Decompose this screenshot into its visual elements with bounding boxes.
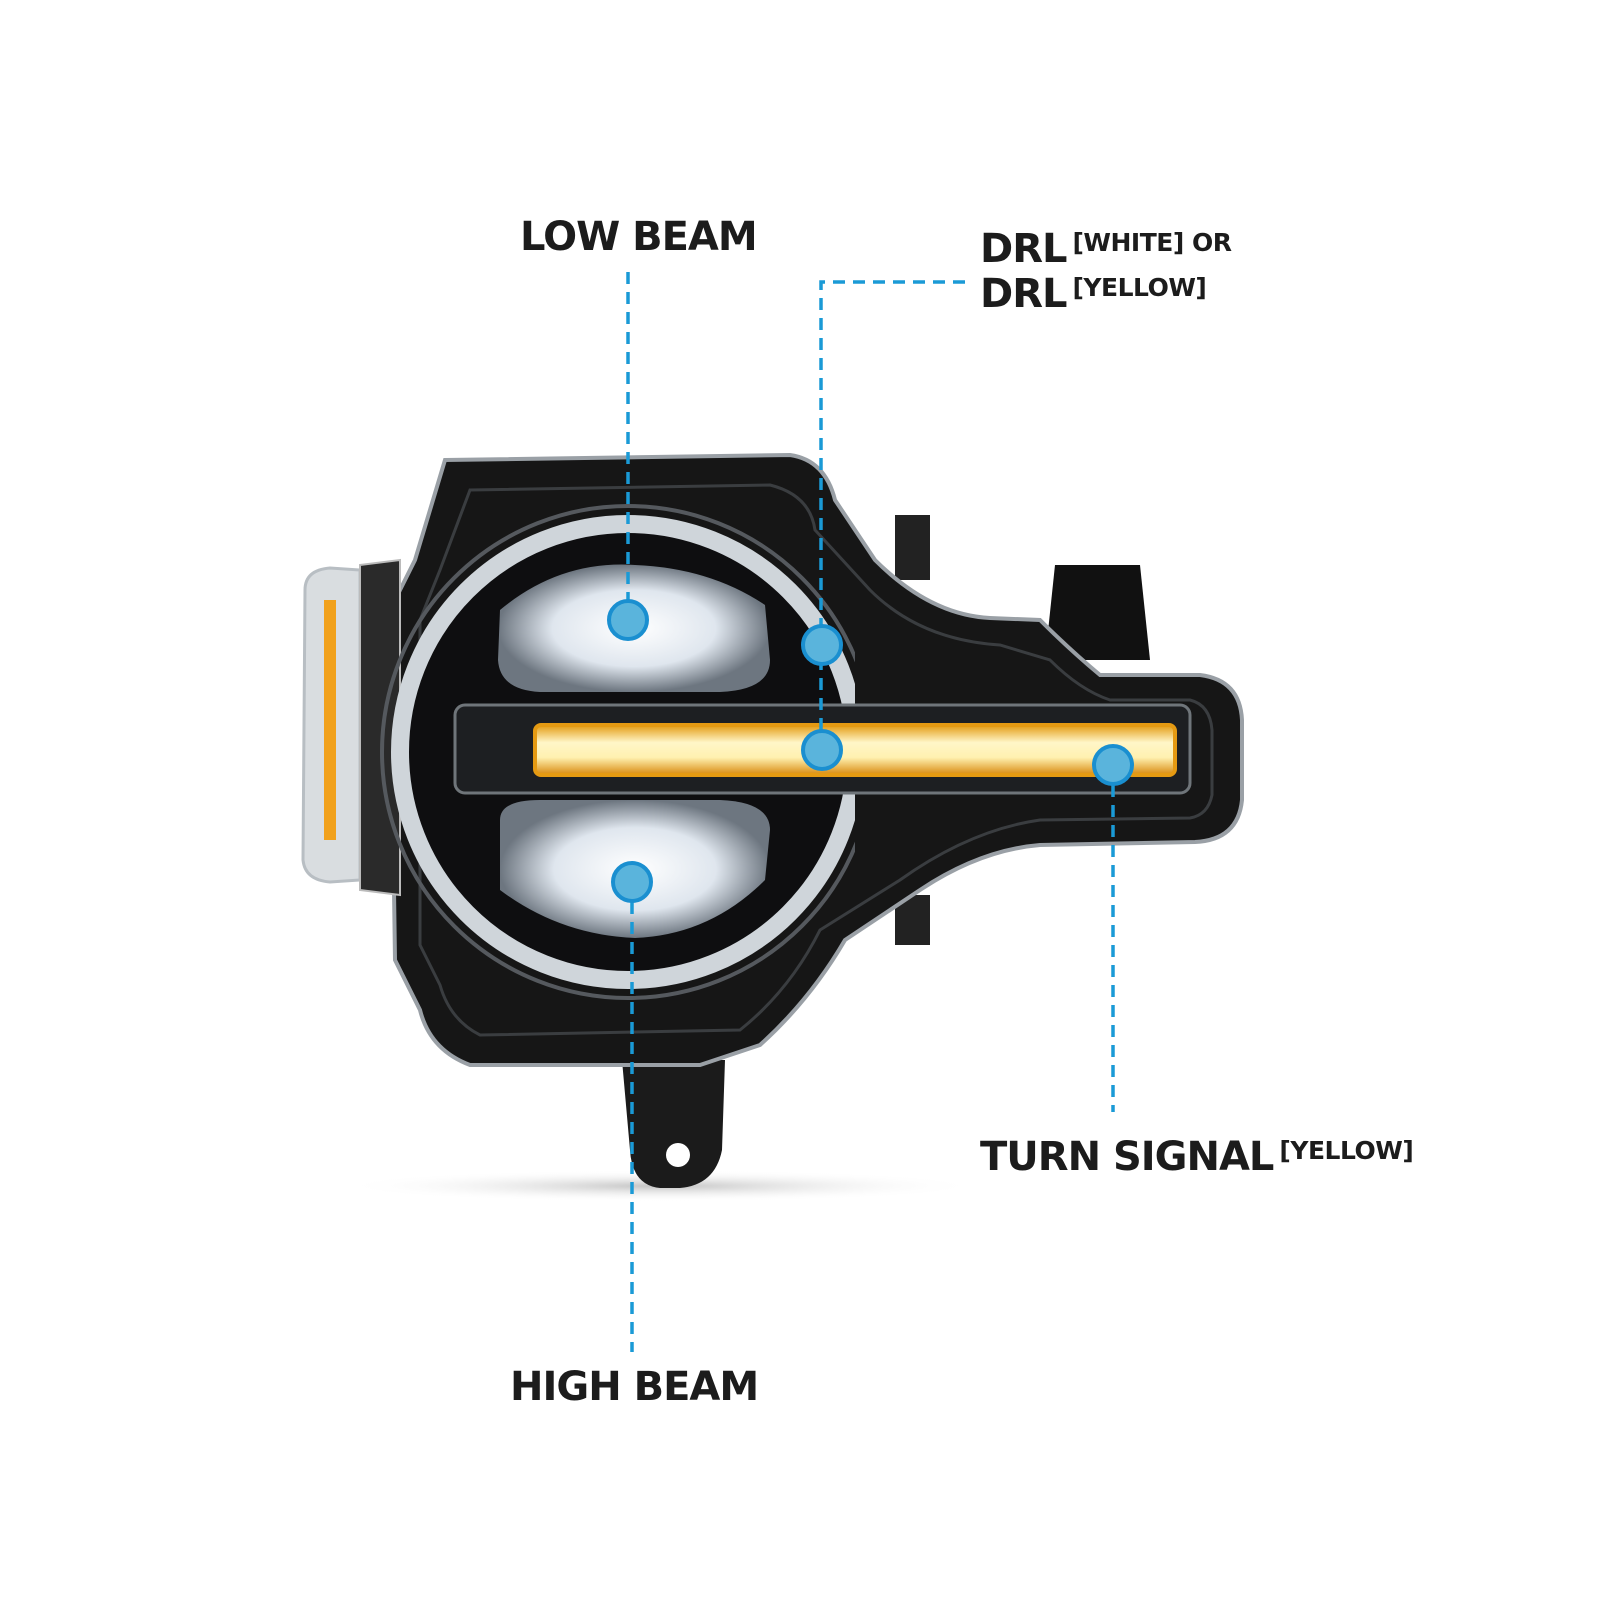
drl-callout-line [819,280,965,750]
drl-note-1: [WHITE] OR [1072,228,1233,257]
drl-label-white: DRL[WHITE] OR [980,226,1232,272]
drl-main-1: DRL [980,226,1067,272]
drl-note-2: [YELLOW] [1072,273,1207,302]
drl-label-yellow: DRL[YELLOW] [980,271,1207,317]
turn-main: TURN SIGNAL [980,1134,1274,1180]
turn-signal-label: TURN SIGNAL[YELLOW] [980,1134,1414,1180]
low-beam-label: LOW BEAM [520,214,758,260]
drl-light-bar [533,723,1177,777]
top-bracket [895,515,930,580]
high-beam-dot[interactable] [611,861,653,903]
connector [1045,565,1150,660]
low-beam-dot[interactable] [607,599,649,641]
drl-white-dot[interactable] [801,624,843,666]
drl-main-2: DRL [980,271,1067,317]
turn-note: [YELLOW] [1279,1136,1414,1165]
turn-signal-dot[interactable] [1092,744,1134,786]
high-beam-label: HIGH BEAM [510,1364,759,1410]
drl-yellow-dot[interactable] [801,729,843,771]
callout-lines [626,272,1115,1352]
bottom-bracket [622,1060,725,1188]
